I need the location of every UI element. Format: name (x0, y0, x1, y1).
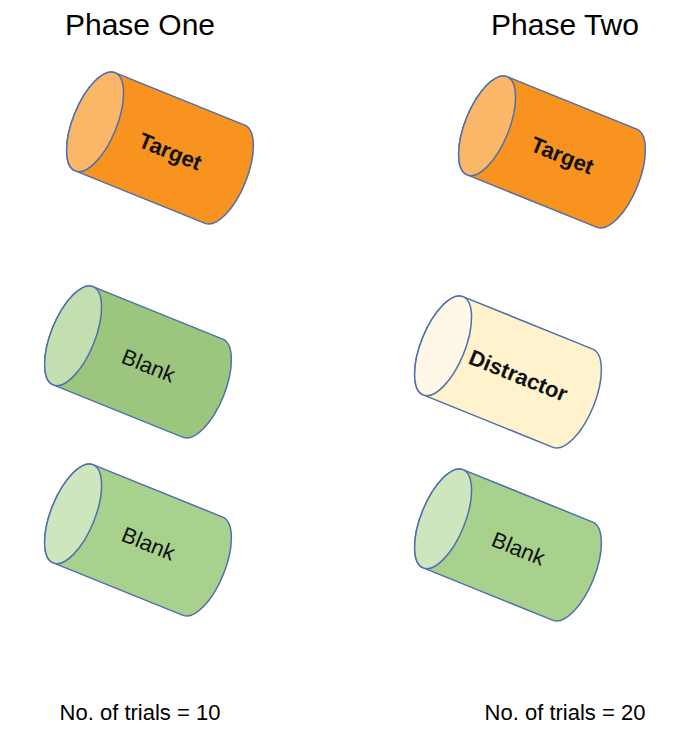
trial-count: No. of trials = 10 (60, 700, 221, 726)
blank-cylinder: Blank (32, 277, 243, 446)
trial-count: No. of trials = 20 (485, 700, 646, 726)
phase-heading: Phase One (65, 8, 215, 42)
distractor-cylinder: Distractor (402, 287, 613, 456)
target-cylinder: Target (446, 67, 657, 236)
blank-cylinder: Blank (32, 455, 243, 624)
blank-cylinder: Blank (402, 460, 613, 629)
phase-heading: Phase Two (491, 8, 639, 42)
target-cylinder: Target (54, 63, 265, 232)
